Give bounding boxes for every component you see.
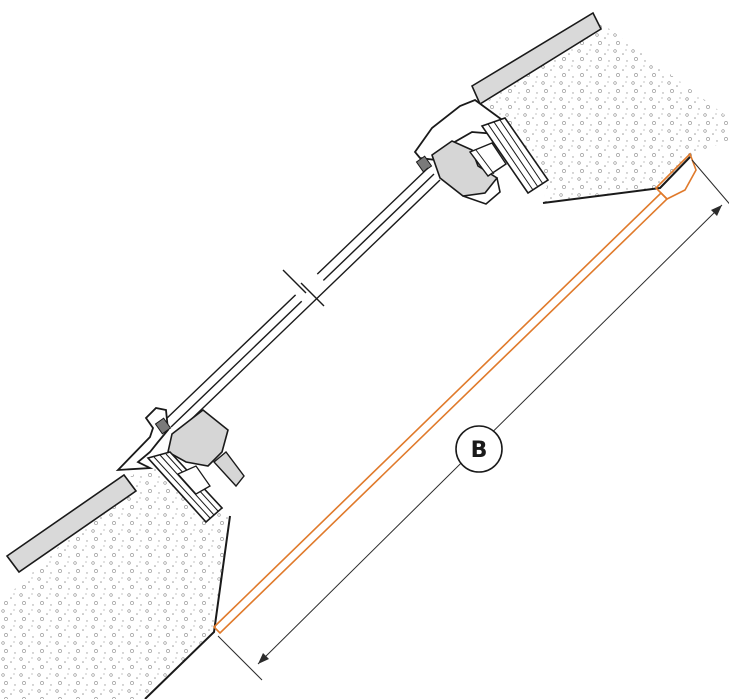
lower-wall-face <box>144 515 231 699</box>
upper-insulation-block <box>468 117 550 195</box>
lower-frame-knob <box>212 450 245 488</box>
lower-wall-mass <box>0 463 230 699</box>
upper-cladding-panel <box>470 11 603 106</box>
dimension-extension-bottom <box>217 635 263 681</box>
dimension-arrow-bottom <box>258 653 269 664</box>
upper-wall-face <box>542 156 691 204</box>
glass-pane <box>164 167 441 434</box>
dimension-b: B <box>217 159 729 681</box>
dimension-label-b: B <box>471 438 488 463</box>
upper-wall-mass <box>482 22 729 203</box>
lower-insulation-block <box>146 451 224 524</box>
reveal-lining-end-cap <box>654 152 697 200</box>
dimension-label-circle <box>455 425 503 473</box>
upper-frame-lip <box>462 177 501 205</box>
lower-cladding-panel <box>5 473 138 574</box>
reveal-lining-strip <box>212 191 669 635</box>
reveal-lining-highlight <box>212 152 697 635</box>
lower-gasket <box>154 417 172 435</box>
dimension-extension-top <box>691 159 729 205</box>
dimension-arrow-top <box>711 205 722 216</box>
